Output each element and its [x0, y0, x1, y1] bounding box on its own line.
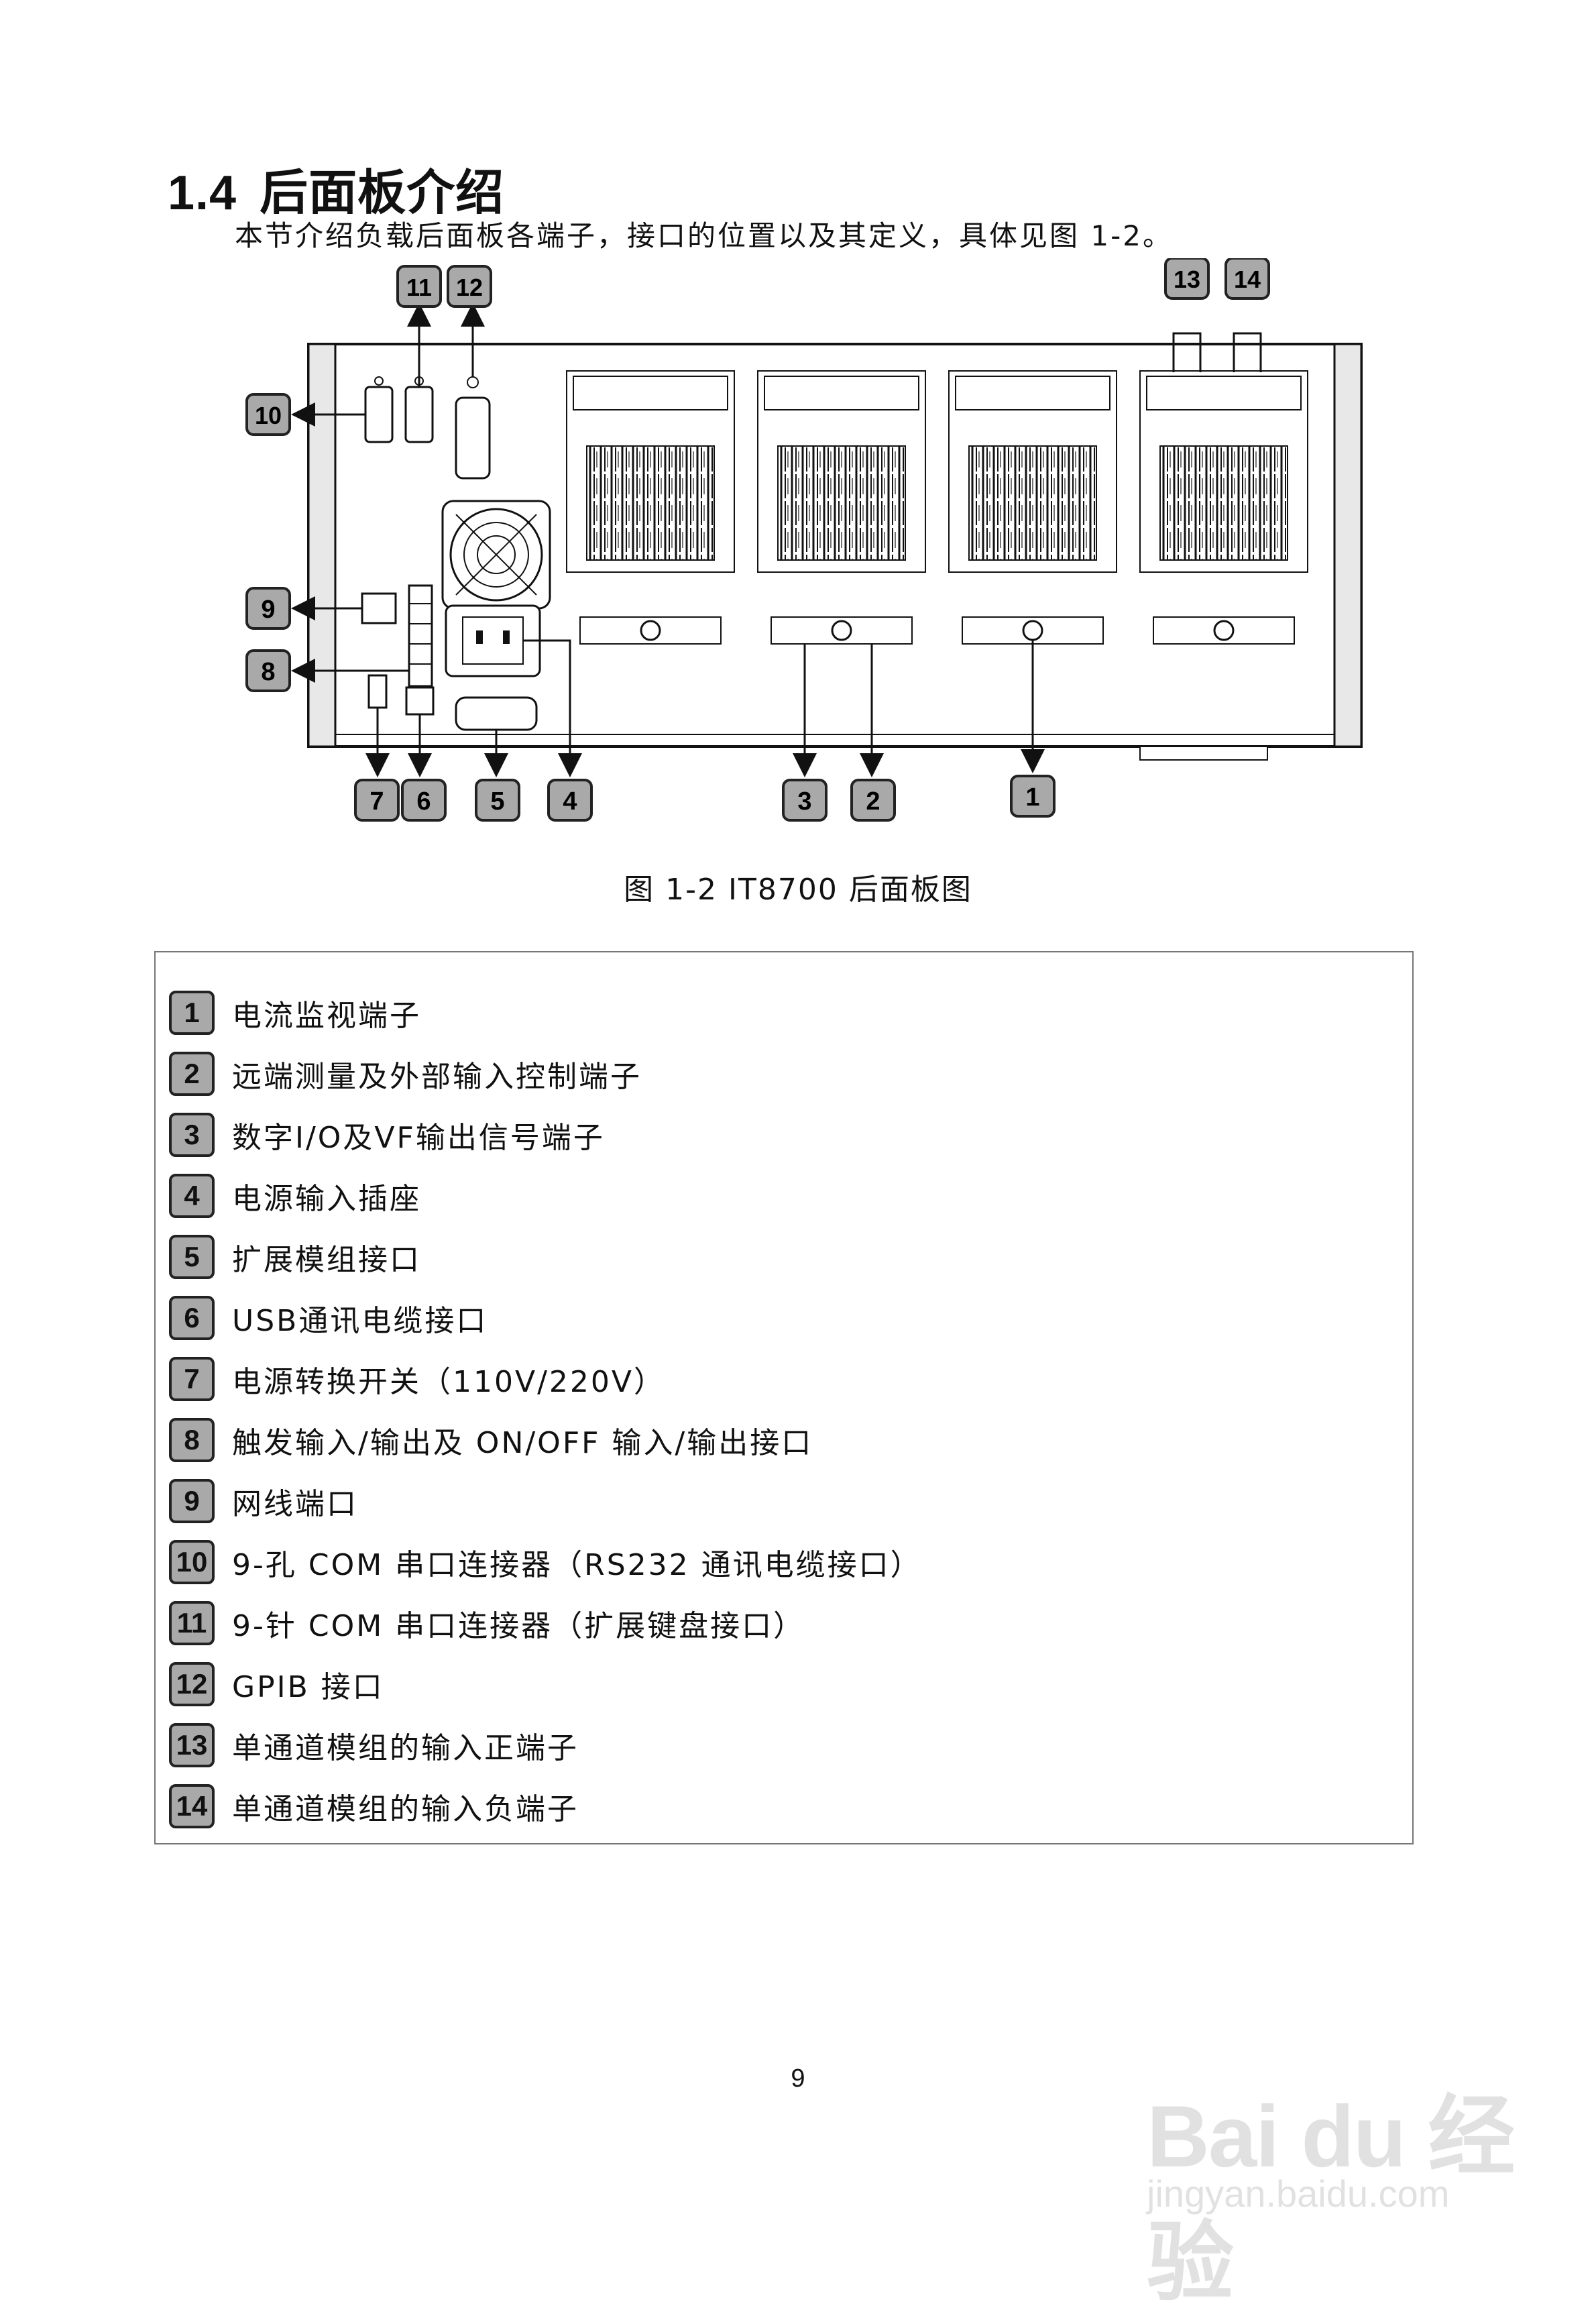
callout-1: 1: [1010, 775, 1056, 818]
load-modules: [566, 370, 1308, 645]
callout-3: 3: [782, 779, 828, 822]
legend-text: GPIB 接口: [232, 1670, 384, 1704]
legend-text: 电源输入插座: [232, 1182, 421, 1216]
legend-text: 9-针 COM 串口连接器（扩展键盘接口）: [232, 1609, 805, 1643]
svg-text:1: 1: [1025, 783, 1039, 812]
legend-badge: 11: [169, 1601, 215, 1645]
svg-text:8: 8: [261, 658, 275, 686]
network-port: [361, 592, 397, 624]
callout-8: 8: [245, 649, 291, 692]
legend-item: 7 电源转换开关（110V/220V）: [169, 1352, 665, 1406]
callout-12: 12: [447, 265, 492, 308]
legend-badge: 4: [169, 1174, 215, 1218]
com-ports: [364, 376, 491, 480]
legend-text: USB通讯电缆接口: [232, 1304, 488, 1338]
callout-10: 10: [245, 393, 291, 436]
legend-item: 12 GPIB 接口: [169, 1657, 384, 1711]
legend-text: 网线端口: [232, 1487, 358, 1521]
legend-text: 触发输入/输出及 ON/OFF 输入/输出接口: [232, 1426, 813, 1460]
legend-item: 2 远端测量及外部输入控制端子: [169, 1047, 642, 1101]
callout-5: 5: [475, 779, 520, 822]
callout-7: 7: [354, 779, 400, 822]
legend-text: 电流监视端子: [232, 999, 421, 1033]
svg-text:9: 9: [261, 596, 275, 624]
svg-text:10: 10: [255, 402, 282, 429]
legend-item: 9 网线端口: [169, 1474, 358, 1528]
legend-text: 单通道模组的输入负端子: [232, 1792, 579, 1826]
svg-text:13: 13: [1174, 266, 1200, 293]
legend-item: 13 单通道模组的输入正端子: [169, 1718, 579, 1772]
legend-item: 3 数字I/O及VF输出信号端子: [169, 1108, 605, 1162]
rear-panel-figure: 10 11 12 13 14 9 8 7: [245, 258, 1363, 822]
legend-badge: 14: [169, 1784, 215, 1828]
power-inlet: [445, 604, 541, 677]
callout-6: 6: [401, 779, 447, 822]
legend-badge: 9: [169, 1479, 215, 1523]
legend-badge: 12: [169, 1662, 215, 1706]
svg-text:12: 12: [456, 274, 483, 301]
callout-11: 11: [396, 265, 442, 308]
legend-badge: 3: [169, 1113, 215, 1157]
legend-text: 数字I/O及VF输出信号端子: [232, 1121, 605, 1155]
legend-text: 9-孔 COM 串口连接器（RS232 通讯电缆接口）: [232, 1548, 922, 1582]
legend-text: 远端测量及外部输入控制端子: [232, 1060, 642, 1094]
legend-text: 单通道模组的输入正端子: [232, 1731, 579, 1765]
legend-item: 5 扩展模组接口: [169, 1230, 421, 1284]
intro-paragraph: 本节介绍负载后面板各端子，接口的位置以及其定义，具体见图 1-2。: [235, 219, 1173, 252]
legend-item: 1 电流监视端子: [169, 986, 421, 1040]
legend-badge: 10: [169, 1540, 215, 1584]
legend-item: 11 9-针 COM 串口连接器（扩展键盘接口）: [169, 1596, 805, 1650]
svg-text:7: 7: [369, 787, 384, 816]
figure-caption: 图 1-2 IT8700 后面板图: [624, 873, 972, 907]
legend-badge: 6: [169, 1296, 215, 1340]
callout-14: 14: [1224, 258, 1270, 300]
trigger-terminal-strip: [405, 584, 435, 716]
svg-text:4: 4: [563, 787, 577, 816]
legend-item: 8 触发输入/输出及 ON/OFF 输入/输出接口: [169, 1413, 813, 1467]
section-heading: 1.4 后面板介绍: [168, 153, 504, 223]
callout-9: 9: [245, 587, 291, 630]
leader-lines: [291, 302, 1262, 777]
legend-badge: 5: [169, 1235, 215, 1279]
watermark-url: jingyan.baidu.com: [1147, 2172, 1450, 2215]
svg-text:5: 5: [490, 787, 504, 816]
legend-badge: 1: [169, 991, 215, 1035]
fan: [441, 500, 551, 610]
section-number: 1.4: [168, 166, 237, 220]
legend-text: 电源转换开关（110V/220V）: [232, 1365, 665, 1399]
svg-text:11: 11: [406, 274, 432, 301]
callout-2: 2: [850, 779, 896, 822]
legend-badge: 8: [169, 1418, 215, 1462]
page-number: 9: [791, 2064, 805, 2093]
section-title: 后面板介绍: [260, 166, 505, 220]
svg-text:3: 3: [797, 787, 811, 816]
manual-page: 1.4 后面板介绍 本节介绍负载后面板各端子，接口的位置以及其定义，具体见图 1-…: [154, 153, 1536, 2311]
legend-item: 4 电源输入插座: [169, 1169, 421, 1223]
voltage-switch: [367, 674, 388, 709]
callout-13: 13: [1164, 258, 1210, 300]
svg-text:2: 2: [866, 787, 880, 816]
legend-item: 10 9-孔 COM 串口连接器（RS232 通讯电缆接口）: [169, 1535, 922, 1589]
legend-text: 扩展模组接口: [232, 1243, 421, 1277]
legend-item: 6 USB通讯电缆接口: [169, 1291, 488, 1345]
svg-text:6: 6: [416, 787, 431, 816]
legend-badge: 2: [169, 1052, 215, 1096]
legend-badge: 7: [169, 1357, 215, 1401]
svg-text:14: 14: [1234, 266, 1261, 293]
baidu-watermark: Bai du 经验 jingyan.baidu.com: [1133, 2052, 1536, 2311]
callout-4: 4: [547, 779, 593, 822]
expansion-connector: [455, 696, 538, 731]
legend-item: 14 单通道模组的输入负端子: [169, 1779, 579, 1833]
legend-badge: 13: [169, 1723, 215, 1767]
legend-box: 1 电流监视端子 2 远端测量及外部输入控制端子 3 数字I/O及VF输出信号端…: [154, 951, 1414, 1844]
